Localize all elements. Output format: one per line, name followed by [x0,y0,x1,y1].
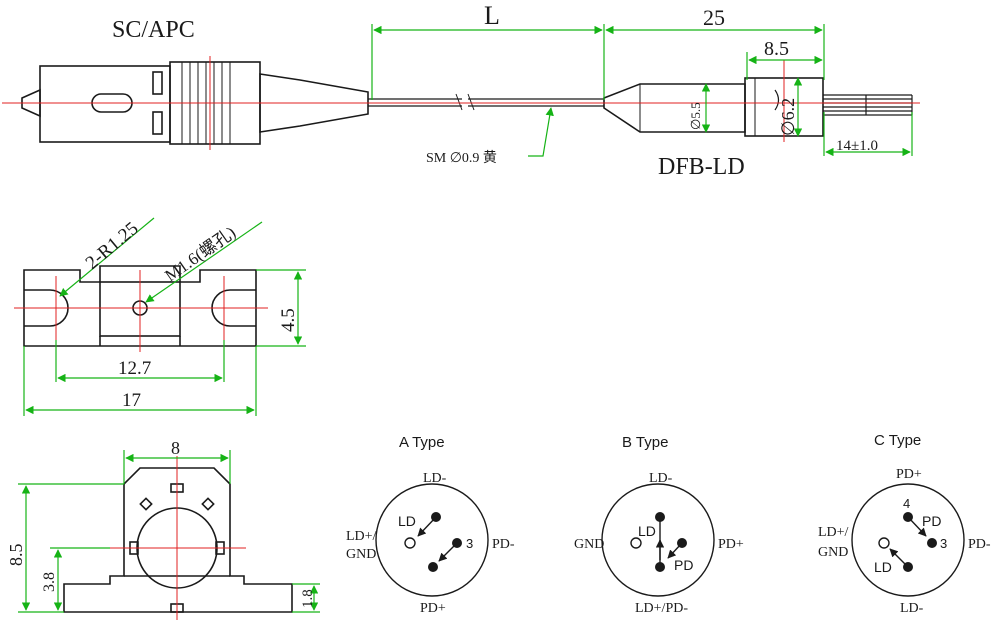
foot-height-label: 1.8 [300,589,316,608]
pin-left-label: LD+/ [818,525,849,540]
connector-boot [259,73,369,133]
pin-left-label: LD+/ [346,529,377,544]
pin-inner-number-4: 4 [903,496,910,511]
laser-pins [823,94,913,116]
pin-bottom-label: PD+ [420,601,446,616]
pin-type-title: A Type [399,434,445,451]
dim-label-8-5: 8.5 [764,38,789,60]
pin-top-label: LD- [649,471,673,486]
fiber-label: SM ∅0.9 黄 [426,149,497,166]
pin-circle [601,483,715,597]
dia-6-2-label: ∅6.2 [778,98,798,136]
connector-latch-top [152,71,163,95]
screw-leader [145,221,263,303]
dim-label-25: 25 [703,5,725,30]
pin-circle [375,483,489,597]
fiber-break-2 [467,93,475,111]
pin-left-label-2: GND [346,547,376,562]
pin-right-label: PD+ [718,537,744,552]
pin-left-label-2: GND [818,545,848,560]
pin-type-title: B Type [622,434,668,451]
base-height-label: 3.8 [41,572,58,592]
front-centerlines [110,456,246,620]
pin-inner-label-2: PD [674,557,693,573]
pin-diagram-b: B Type LD- GND PD+ LD+/PD- LD PD [574,434,744,616]
connector-label: SC/APC [112,17,195,43]
radius-leader [59,217,155,297]
fiber-leader [528,107,554,157]
pin-length-label: 14±1.0 [836,138,878,154]
device-label: DFB-LD [658,154,745,180]
pin-top-label: PD+ [896,467,922,482]
pin-right-label: PD- [492,537,515,552]
front-outline [63,467,293,613]
top-dimensions [371,24,913,157]
flange-width-label: 17 [122,390,141,411]
front-height-label: 8.5 [6,544,26,567]
pin-inner-number: 3 [466,536,473,551]
front-view [63,467,293,613]
pin-diagram-c: C Type PD+ LD+/ GND PD- LD- 4 PD 3 LD [818,432,991,616]
laser-taper [603,83,746,133]
connector-body [39,65,171,143]
pin-bottom-label: LD- [900,601,924,616]
pin-type-title: C Type [874,432,921,449]
pin-inner-label: LD [638,523,656,539]
pin-inner-label: LD [398,513,416,529]
hole-spacing-label: 12.7 [118,358,151,379]
pin-diagram-a: A Type LD- LD+/ GND PD- PD+ LD 3 [346,434,515,616]
dim-label-L: L [484,1,500,30]
pin-inner-number-3: 3 [940,536,947,551]
flange-dimensions [23,217,306,416]
flange-height-label: 4.5 [278,308,299,332]
dia-5-5-label: ∅5.5 [688,102,703,130]
housing-notch [774,89,780,111]
front-width-label: 8 [171,438,180,458]
fiber-break-1 [455,93,463,111]
pin-inner-label-2: LD [874,559,892,575]
connector-latch-bottom [152,111,163,135]
pin-bottom-label: LD+/PD- [635,601,688,616]
pin-right-label: PD- [968,537,991,552]
pin-circle [851,483,965,597]
front-dimensions [18,450,320,613]
pin-top-label: LD- [423,471,447,486]
pin-left-label: GND [574,537,604,552]
pin-inner-label: PD [922,513,941,529]
flange-centerlines [14,270,268,352]
